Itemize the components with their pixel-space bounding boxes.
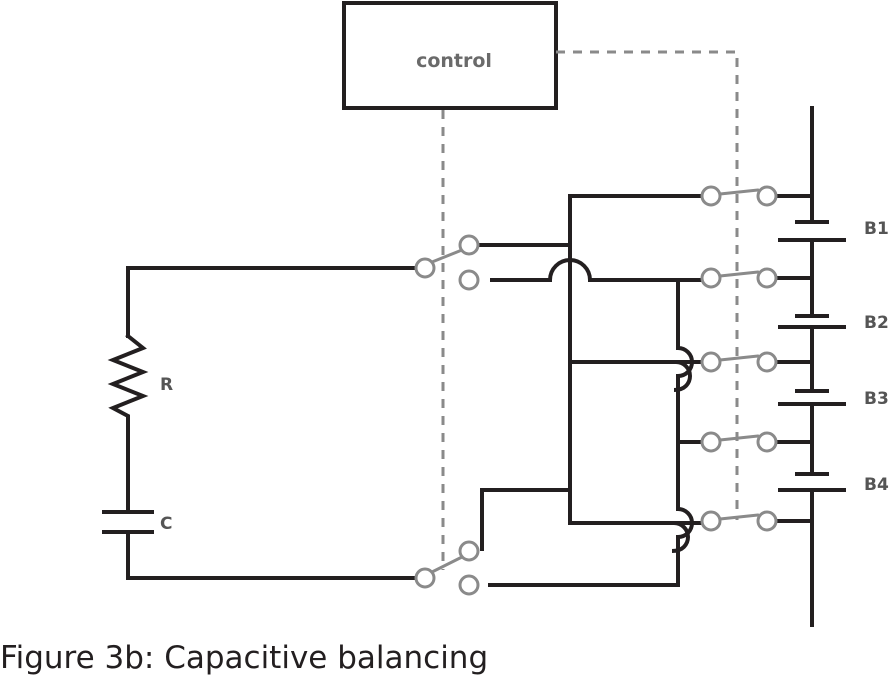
control-lines <box>441 50 739 570</box>
switch-bus-wiring <box>476 194 814 587</box>
capacitor-label: C <box>160 514 172 534</box>
figure-caption: Figure 3b: Capacitive balancing <box>0 640 489 676</box>
capacitor-symbol <box>102 510 154 534</box>
cell-switch-3 <box>700 351 778 373</box>
cell-switch-1 <box>700 185 778 207</box>
cell-label-b4: B4 <box>864 475 889 495</box>
cell-switch-2 <box>700 267 778 289</box>
cell-switches <box>700 185 778 532</box>
battery-stack: B1 B2 B3 B4 <box>778 106 889 627</box>
cell-label-b1: B1 <box>864 219 889 239</box>
cell-switch-5 <box>700 510 778 532</box>
cell-switch-4 <box>700 431 778 453</box>
control-label: control <box>416 50 492 72</box>
rc-switch-lower <box>414 540 480 596</box>
resistor-label: R <box>160 375 173 395</box>
rc-branch: R C <box>102 266 420 580</box>
cell-label-b2: B2 <box>864 313 889 333</box>
resistor-symbol <box>107 333 149 512</box>
rc-switch-upper <box>414 234 480 291</box>
control-block: control <box>342 1 558 110</box>
cell-label-b3: B3 <box>864 389 889 409</box>
